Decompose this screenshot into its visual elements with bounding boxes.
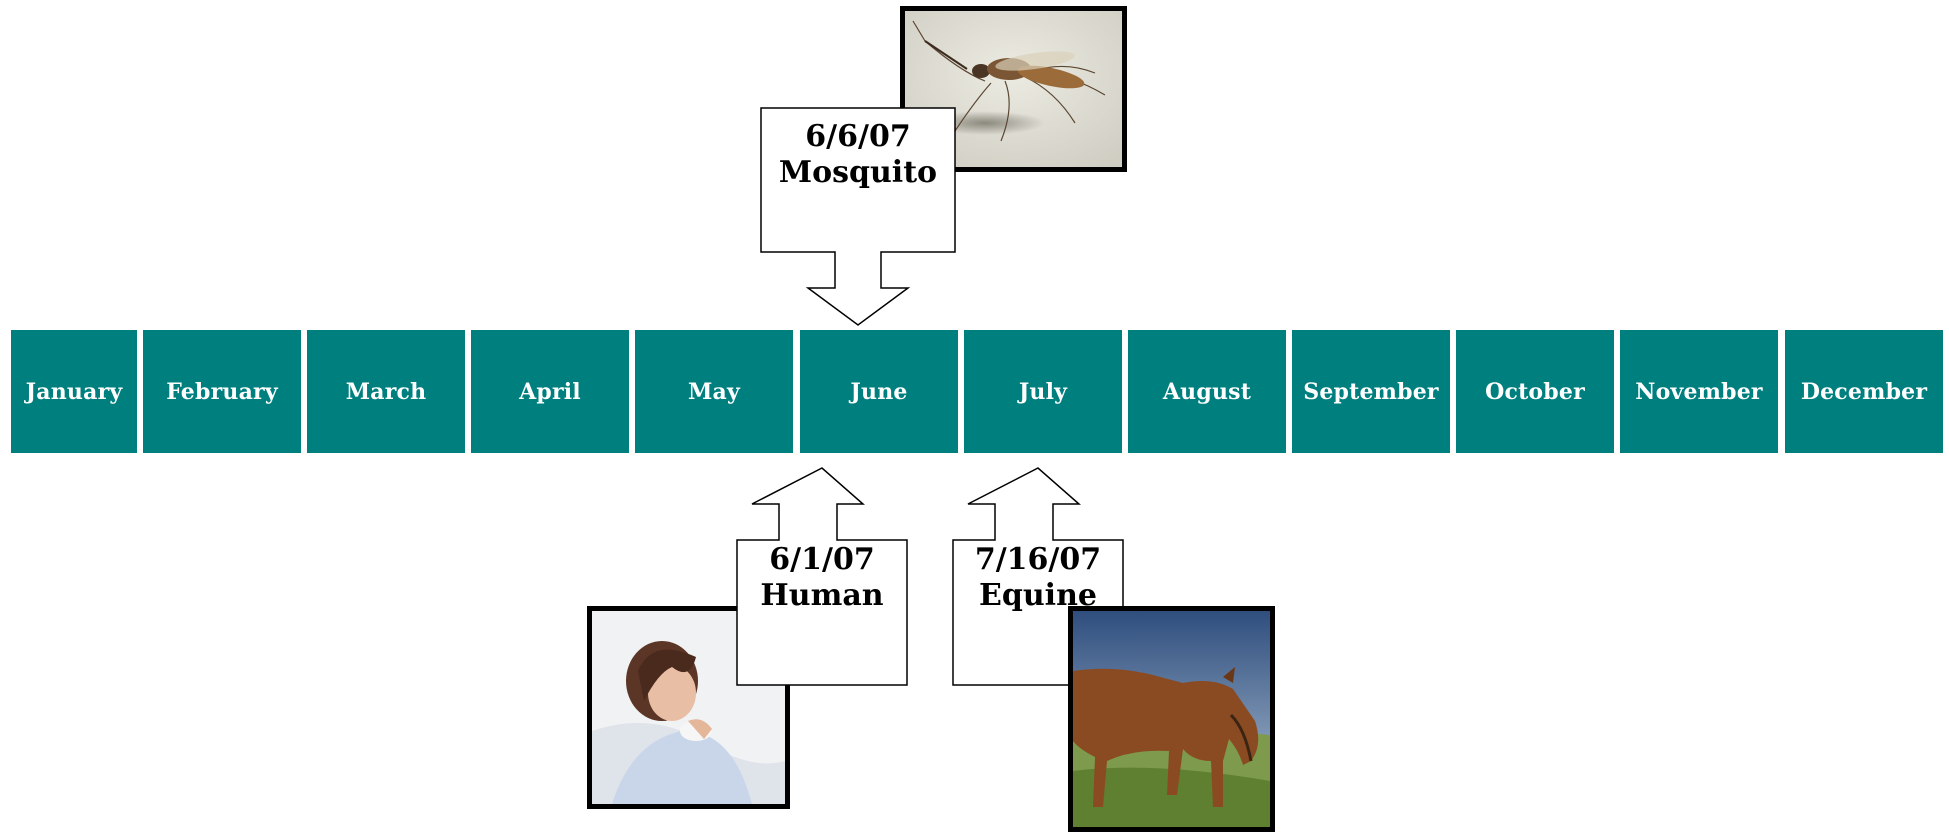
mosquito-date: 6/6/07 [805,119,911,154]
mosquito-callout: 6/6/07 Mosquito [760,107,956,327]
equine-photo [1068,606,1275,832]
grazing-horse-icon [1073,611,1270,827]
month-september: September [1292,330,1450,453]
human-date: 6/1/07 [769,542,875,577]
month-april: April [471,330,629,453]
human-label: Human [760,578,884,613]
month-june: June [800,330,958,453]
human-callout: 6/1/07 Human [736,466,908,686]
month-july: July [964,330,1122,453]
month-may: May [635,330,793,453]
month-february: February [143,330,301,453]
month-october: October [1456,330,1614,453]
equine-date: 7/16/07 [974,542,1102,577]
month-timeline: January February March April May June Ju… [0,330,1949,453]
month-august: August [1128,330,1286,453]
down-arrow-callout-shape [760,107,956,326]
month-january: January [11,330,137,453]
mosquito-label: Mosquito [778,155,938,190]
month-march: March [307,330,465,453]
month-november: November [1620,330,1778,453]
up-arrow-callout-shape [736,467,908,686]
month-december: December [1785,330,1943,453]
